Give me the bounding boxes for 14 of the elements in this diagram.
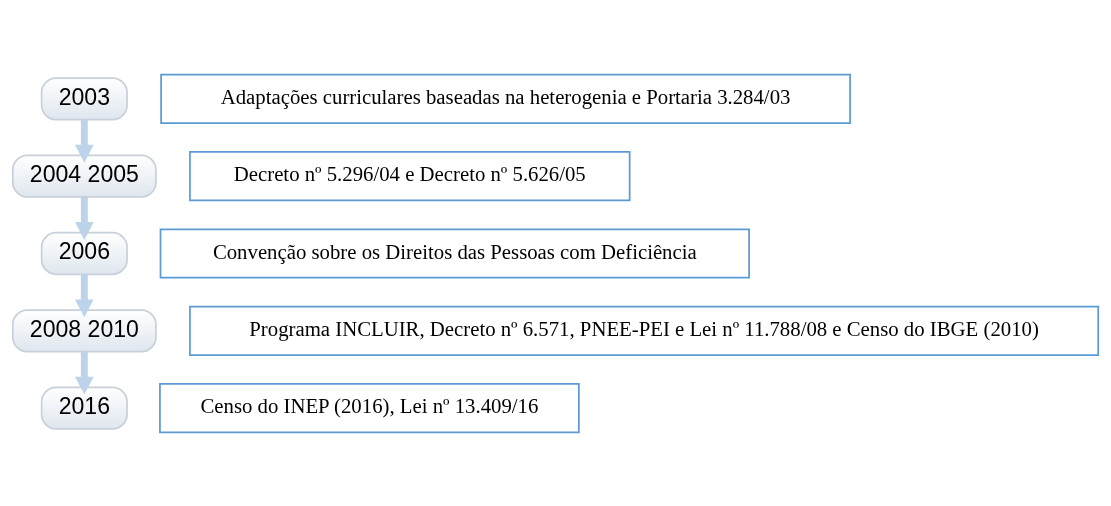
node-box: 2003 [40,76,128,120]
node-box: 2006 [40,231,128,275]
node-box: 2008 2010 [11,308,157,352]
arrow [75,351,94,395]
node-box: 2004 2005 [11,154,157,198]
node-box: Programa INCLUIR, Decreto nº 6.571, PNEE-PEI e Lei nº 11.788/08 e Censo do IBGE (2010) [189,305,1100,356]
arrow [75,196,94,240]
arrow [75,273,94,317]
arrow [75,119,94,163]
node-box: Decreto nº 5.296/04 e Decreto nº 5.626/05 [189,150,631,201]
node-box: Convenção sobre os Direitos das Pessoas com Deficiência [159,227,750,279]
node-box: Censo do INEP (2016), Lei nº 13.409/16 [159,382,580,433]
node-box: Adaptações curriculares baseadas na heterogenia e Portaria 3.284/03 [160,73,851,124]
node-box: 2016 [40,386,128,430]
